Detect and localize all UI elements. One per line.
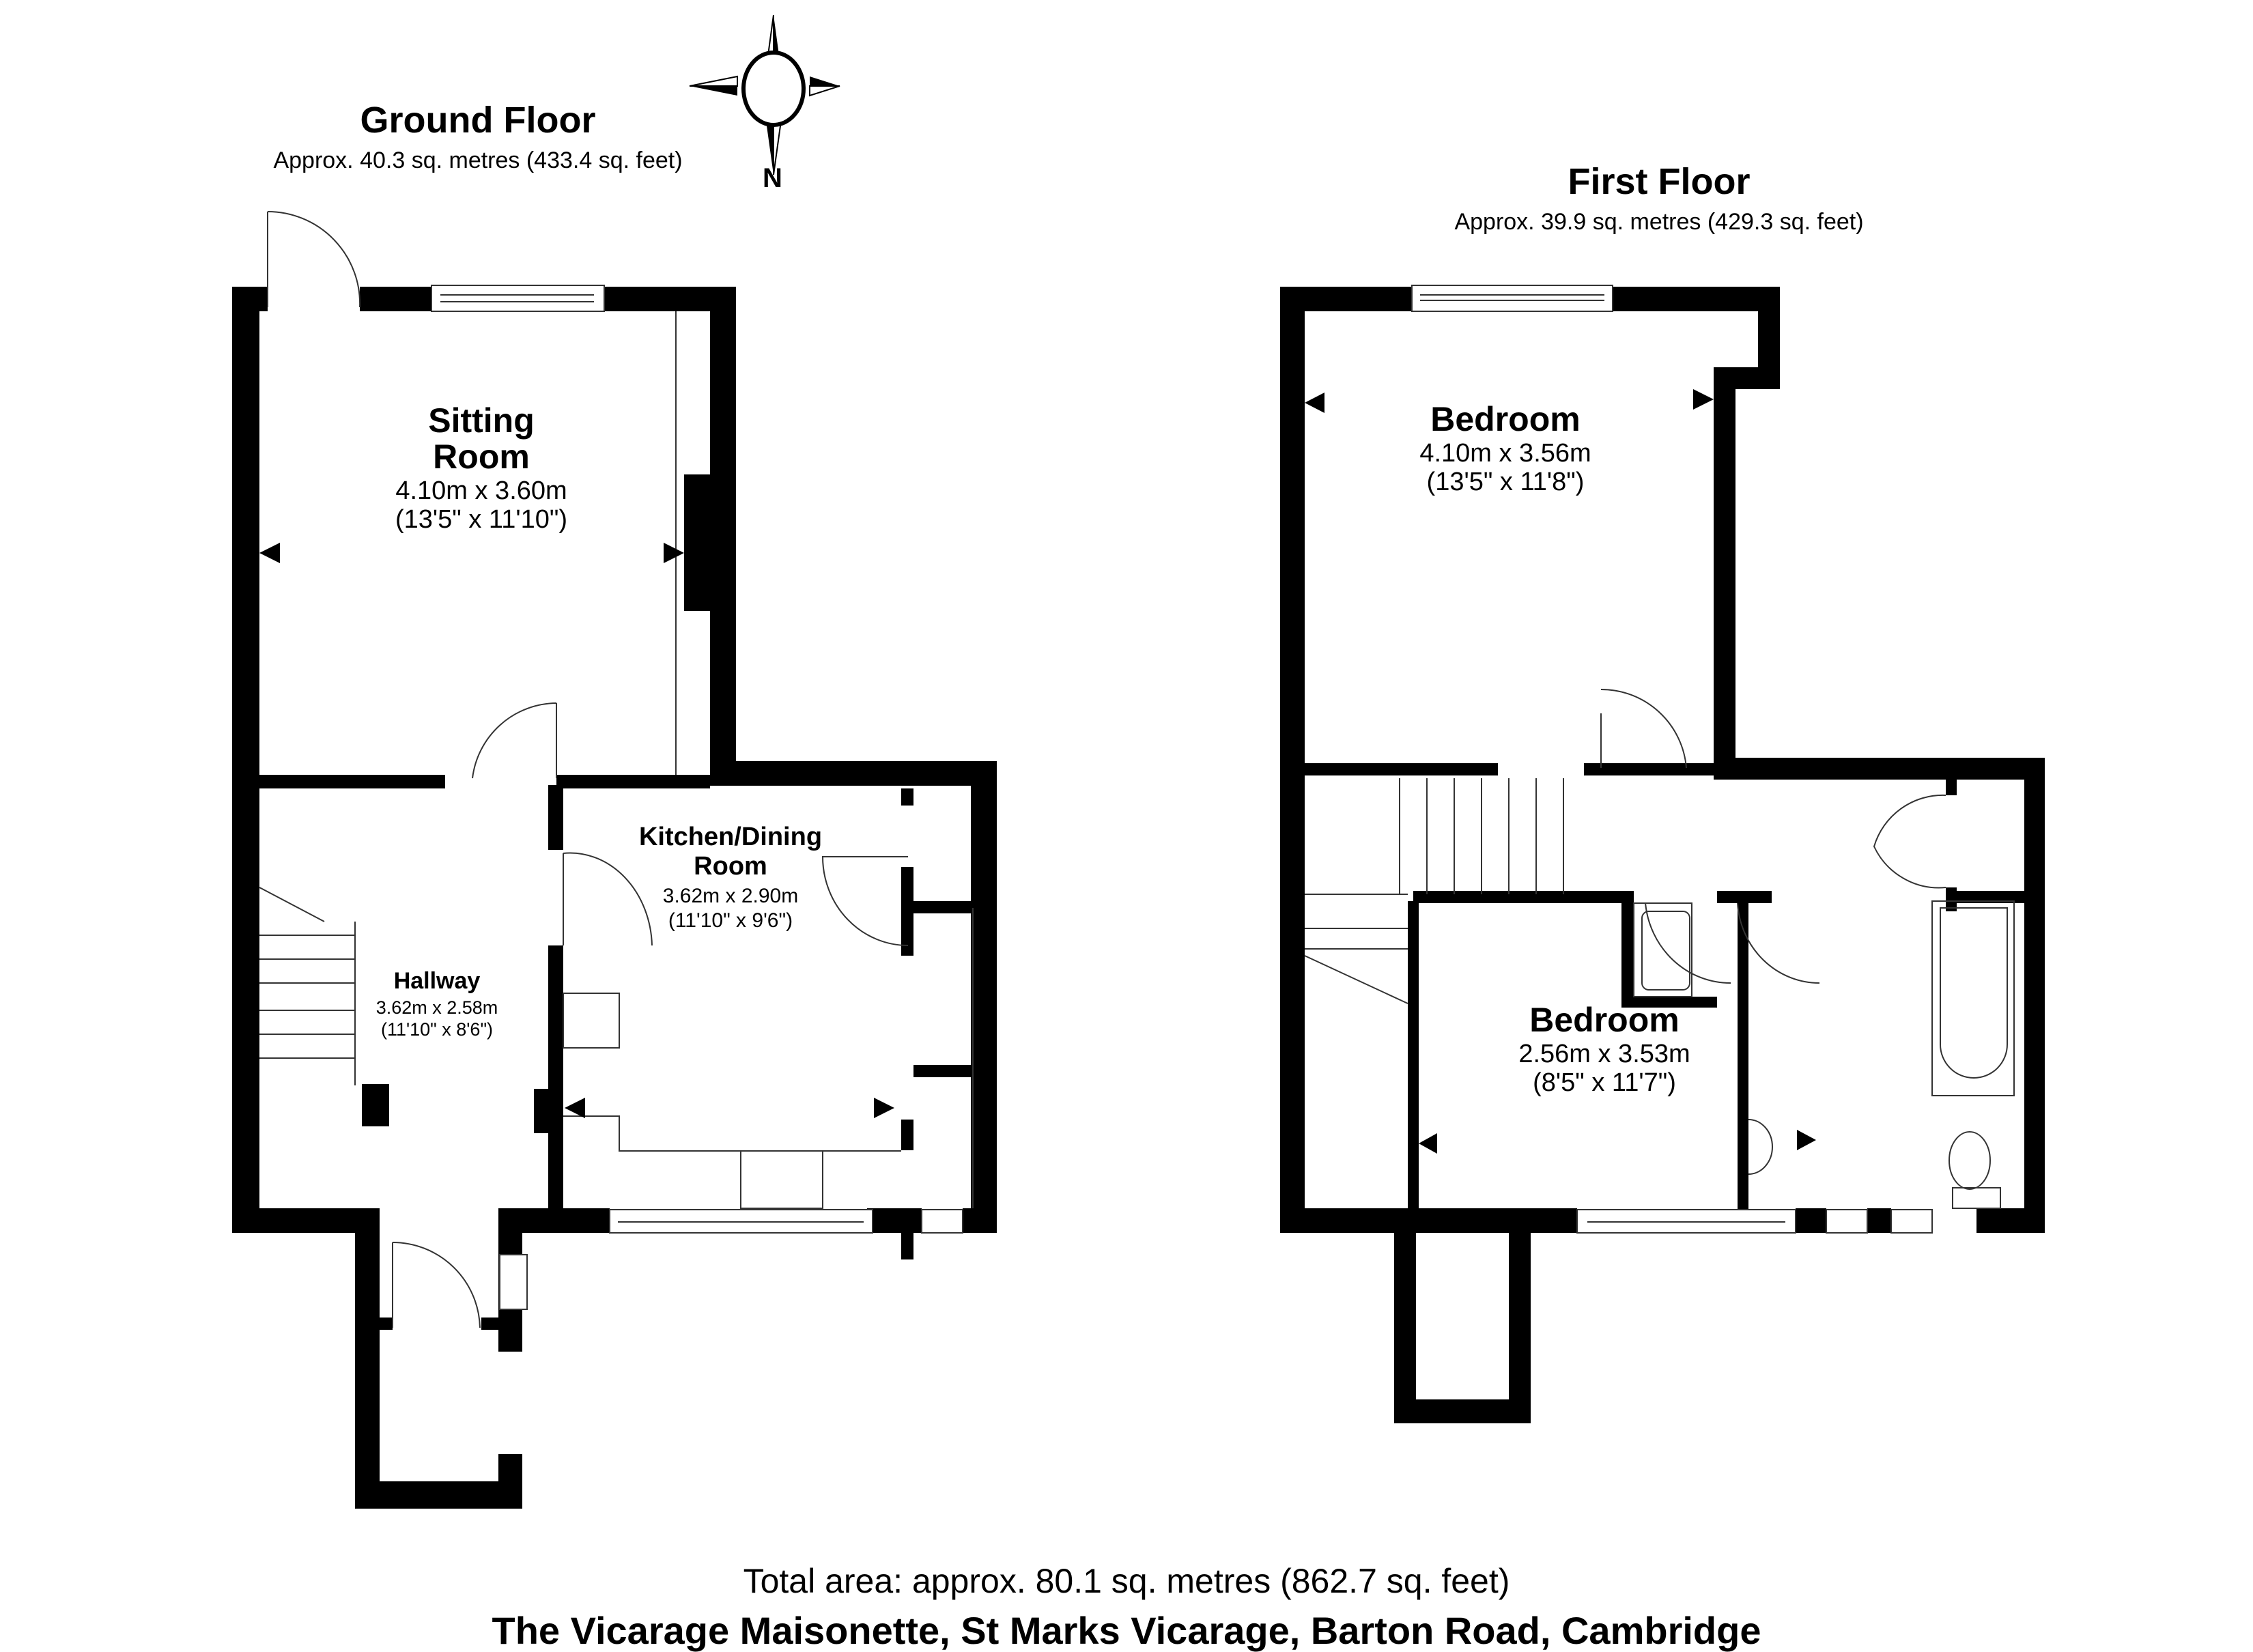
room-dimensions-imperial: (8'5" x 11'7") (1533, 1068, 1676, 1097)
room-name: Room (433, 438, 530, 476)
first-floor-fixtures (1304, 285, 2015, 1234)
ground-floor-fixtures (259, 211, 974, 1328)
room-name: Sitting (428, 401, 535, 440)
room-dimensions-imperial: (11'10" x 9'6") (668, 909, 793, 932)
first-floor-title: First Floor (1568, 161, 1751, 202)
room-name: Room (694, 852, 767, 881)
first-floor-area: Approx. 39.9 sq. metres (429.3 sq. feet) (1454, 209, 1864, 235)
room-dimensions-metric: 3.62m x 2.90m (662, 885, 799, 907)
room-name: Bedroom (1529, 1001, 1680, 1039)
room-name: Kitchen/Dining (638, 823, 823, 851)
room-name: Hallway (393, 968, 481, 994)
room-dimensions-imperial: (13'5" x 11'10") (395, 505, 568, 534)
room-name: Bedroom (1430, 400, 1581, 438)
ground-floor-walls (232, 287, 997, 1509)
property-address: The Vicarage Maisonette, St Marks Vicara… (492, 1609, 1761, 1652)
ground-floor-area: Approx. 40.3 sq. metres (433.4 sq. feet) (273, 147, 683, 173)
room-dimensions-imperial: (11'10" x 8'6") (380, 1019, 494, 1040)
room-dimensions-metric: 4.10m x 3.60m (395, 476, 567, 505)
room-dimensions-metric: 3.62m x 2.58m (376, 997, 498, 1018)
room-dimensions-imperial: (13'5" x 11'8") (1426, 468, 1585, 496)
ground-floor-title: Ground Floor (360, 100, 596, 141)
total-area: Total area: approx. 80.1 sq. metres (862… (743, 1562, 1510, 1600)
room-dimensions-metric: 4.10m x 3.56m (1419, 439, 1591, 468)
compass-rose-icon (689, 14, 840, 175)
first-floor-walls (1280, 287, 2045, 1423)
compass-north-label: N (763, 163, 782, 193)
first-floor-dimension-markers (1305, 389, 1816, 1154)
ground-floor-dimension-markers (259, 543, 894, 1118)
room-dimensions-metric: 2.56m x 3.53m (1518, 1040, 1690, 1068)
